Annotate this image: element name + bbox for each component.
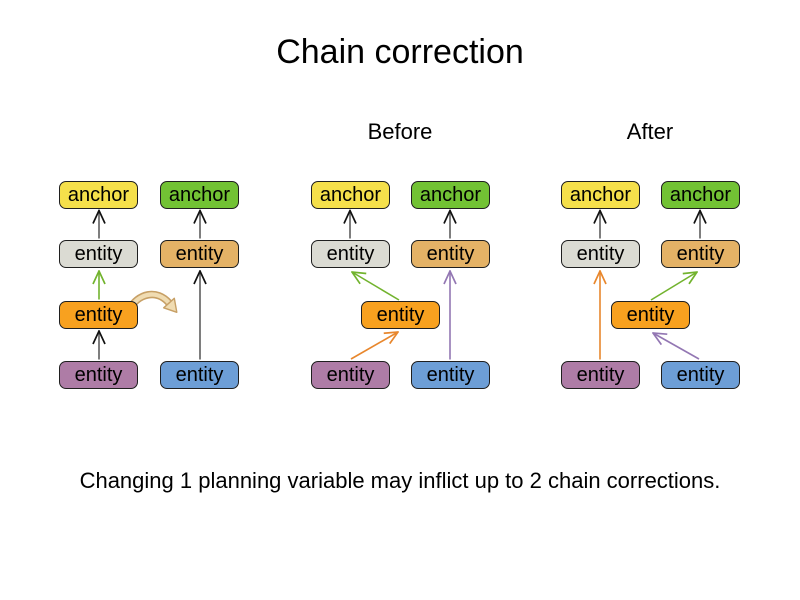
before-entity-tan-box: entity [411,240,490,268]
initial-entity-tan-box: entity [160,240,239,268]
after-entity-gray-box: entity [561,240,640,268]
before-entity-gray-box: entity [311,240,390,268]
arrow-after-orange-to-tan [650,272,697,301]
after-entity-orange-box: entity [611,301,690,329]
initial-anchor-green-box: anchor [160,181,239,209]
after-entity-purple-box: entity [561,361,640,389]
after-anchor-green-box: anchor [661,181,740,209]
initial-entity-blue-box: entity [160,361,239,389]
before-entity-orange-box: entity [361,301,440,329]
page-title: Chain correction [276,33,524,71]
after-label: After [626,119,674,144]
before-entity-blue-box: entity [411,361,490,389]
after-entity-tan-box: entity [661,240,740,268]
after-anchor-yellow-box: anchor [561,181,640,209]
before-label: Before [367,119,433,144]
caption: Changing 1 planning variable may inflict… [79,468,721,493]
arrow-before-purple-to-orange [350,332,398,360]
before-anchor-green-box: anchor [411,181,490,209]
initial-anchor-yellow-box: anchor [59,181,138,209]
before-anchor-yellow-box: anchor [311,181,390,209]
after-entity-blue-box: entity [661,361,740,389]
initial-entity-orange-box: entity [59,301,138,329]
arrow-before-orange-to-gray [352,272,400,301]
initial-entity-purple-box: entity [59,361,138,389]
initial-entity-gray-box: entity [59,240,138,268]
move-arrow-head-outline [162,297,178,313]
before-entity-purple-box: entity [311,361,390,389]
arrow-after-blue-to-orange [653,333,700,360]
